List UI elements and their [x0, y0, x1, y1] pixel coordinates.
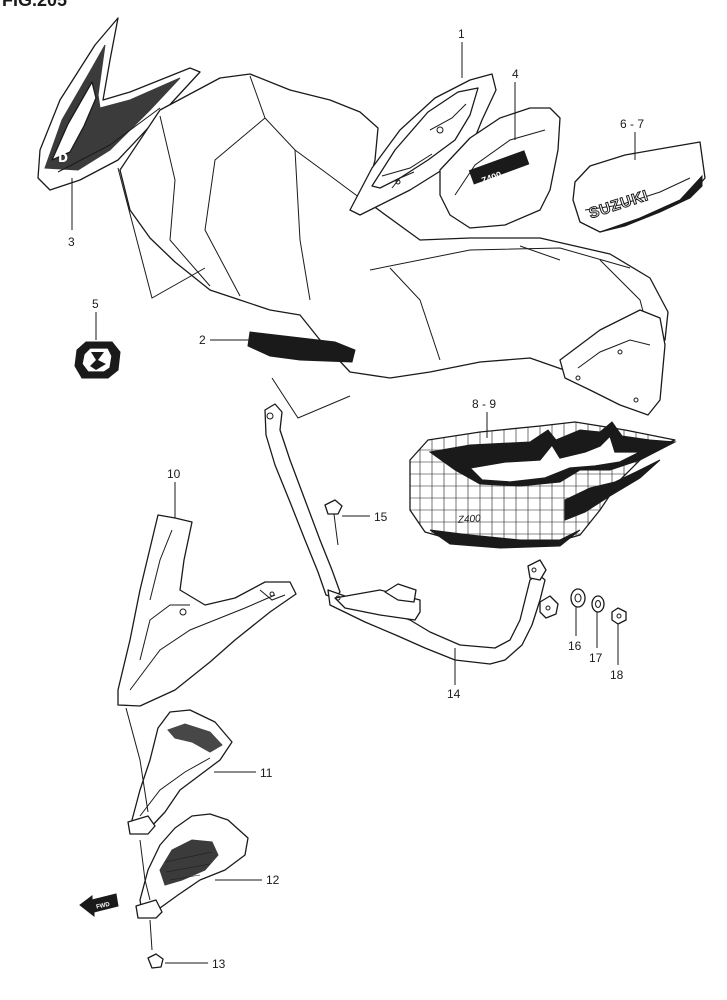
callout-3: 3 [68, 235, 75, 249]
front-fender-body [119, 73, 669, 416]
callout-12: 12 [266, 873, 280, 887]
callout-18: 18 [610, 668, 624, 682]
construction-lines [117, 167, 351, 951]
callout-5: 5 [92, 297, 99, 311]
part-11-lower-guard [127, 709, 233, 835]
callout-labels: 1 2 3 4 5 6 - 7 8 - 9 10 11 12 13 14 15 … [68, 27, 644, 971]
callout-6-7: 6 - 7 [620, 117, 644, 131]
callout-1: 1 [458, 27, 465, 41]
part-16-collar [570, 588, 586, 608]
callout-16: 16 [568, 639, 582, 653]
part-12-skid-plate [135, 813, 249, 919]
part-4-front-panel: Z400 [439, 107, 561, 229]
figure-header: FIG.205 [2, 0, 67, 10]
callout-leaders [71, 42, 636, 964]
fwd-arrow-icon: FWD [79, 893, 119, 918]
part-1-headlight-cover [349, 73, 497, 216]
fwd-label: FWD [96, 902, 111, 911]
callout-11: 11 [260, 766, 273, 780]
part-5-emblem [74, 341, 121, 379]
part-10-front-guard [117, 514, 297, 707]
part-17-washer [591, 595, 605, 613]
callout-10: 10 [167, 467, 181, 481]
callout-14: 14 [447, 687, 461, 701]
callout-15: 15 [374, 510, 388, 524]
part-3-side-decal: D [37, 17, 201, 191]
callout-8-9: 8 - 9 [472, 397, 496, 411]
part-15-bolt [324, 499, 343, 546]
callout-2: 2 [199, 333, 206, 347]
callout-13: 13 [212, 957, 226, 971]
part-6-7-brand-decal: SUZUKI [572, 141, 706, 233]
part-13-bolt [147, 953, 164, 969]
part-8-9-flame-decal: Z400 [409, 421, 677, 549]
part-2-model-decal [247, 331, 356, 363]
svg-text:Z400: Z400 [457, 513, 482, 526]
part-18-nut [611, 607, 627, 625]
callout-4: 4 [512, 67, 519, 81]
svg-text:D: D [58, 151, 68, 165]
callout-17: 17 [589, 651, 603, 665]
part-14-front-bumper-bar [264, 403, 559, 665]
